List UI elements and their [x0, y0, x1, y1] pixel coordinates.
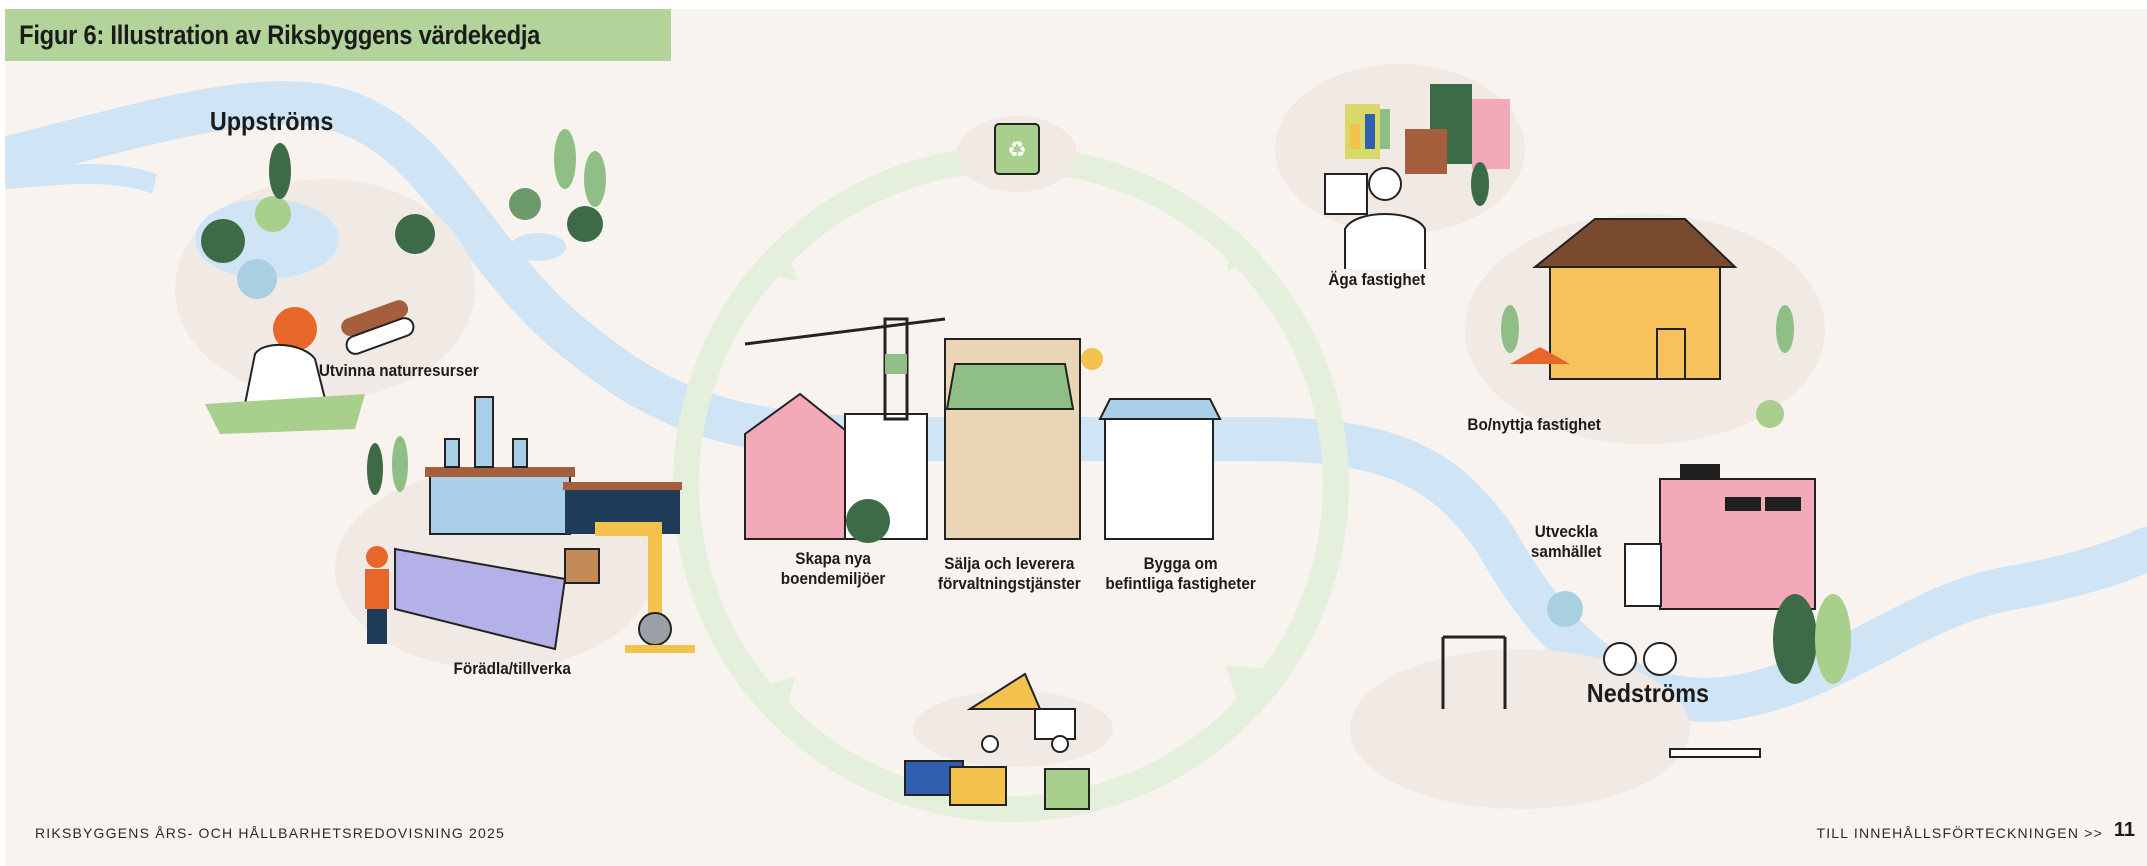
log [341, 300, 409, 336]
label-downstream: Nedströms [1586, 678, 1710, 708]
container-yellow [949, 766, 1007, 806]
log [345, 317, 415, 355]
bush [509, 188, 541, 220]
label-rebuild: Bygga om befintliga fastigheter [1105, 554, 1256, 593]
chimney [444, 438, 460, 468]
truck-wheel [981, 735, 999, 753]
person-body [243, 343, 327, 406]
chimney [512, 438, 528, 468]
crane-jib [744, 317, 946, 346]
value-chain-illustration: ♻ [5, 64, 2147, 822]
person-hair [273, 307, 317, 351]
tree [584, 151, 606, 207]
blob-park [1350, 649, 1690, 809]
bush [846, 499, 890, 543]
publication-name: RIKSBYGGENS ÅRS- OCH HÅLLBARHETSREDOVISN… [35, 825, 505, 841]
solar-roof [945, 363, 1075, 410]
calendar [1324, 173, 1368, 215]
truck-bed [966, 672, 1042, 710]
bar-chart-bar [1350, 124, 1360, 149]
white-house [1104, 418, 1214, 540]
tree [1773, 594, 1817, 684]
factory-hall-roof [563, 482, 682, 490]
solar-panel [1725, 497, 1761, 511]
person-body [1344, 213, 1426, 269]
label-refine: Förädla/tillverka [453, 659, 571, 678]
label-live: Bo/nyttja fastighet [1467, 415, 1601, 434]
cycle-arrow-1 [1227, 229, 1261, 271]
bush [1547, 591, 1583, 627]
building [1472, 99, 1510, 169]
page-number: 11 [2113, 819, 2135, 841]
factory-roof [425, 467, 575, 477]
label-create: Skapa nya boendemiljöer [780, 549, 886, 588]
bush [237, 259, 277, 299]
bar-chart-bar [1365, 114, 1375, 149]
factory-building [429, 473, 571, 535]
tree [554, 129, 576, 189]
label-upstream: Uppströms [209, 106, 334, 136]
tree [1501, 305, 1519, 353]
yellow-house [1549, 263, 1721, 380]
recycle-icon: ♻ [1007, 137, 1027, 162]
label-extract: Utvinna naturresurser [318, 361, 479, 380]
label-own: Äga fastighet [1328, 270, 1426, 289]
recycling-bin [994, 123, 1040, 175]
sun [1081, 348, 1103, 370]
small-house [1624, 543, 1662, 607]
river-branch [5, 164, 159, 194]
robot-arm [595, 522, 662, 649]
figure-title-banner: Figur 6: Illustration av Riksbyggens vär… [5, 9, 671, 61]
grass-map [205, 394, 365, 434]
crane-cabin [885, 354, 907, 374]
bush [201, 219, 245, 263]
figure-title: Figur 6: Illustration av Riksbyggens vär… [19, 19, 541, 50]
tree [392, 436, 408, 492]
label-develop: Utveckla samhället [1530, 522, 1602, 561]
umbrella [1510, 347, 1570, 364]
cycle-arrow-4 [757, 245, 797, 281]
truck-wheel [1051, 735, 1069, 753]
bush [567, 206, 603, 242]
house-door [1656, 328, 1686, 380]
river-island [155, 167, 199, 195]
robot-foot [625, 645, 695, 653]
tree [269, 143, 291, 199]
value-chain-page: ♻ [5, 9, 2147, 866]
robot-base [638, 612, 672, 646]
tree [1471, 162, 1489, 206]
bush [1756, 400, 1784, 428]
bush [395, 214, 435, 254]
building [1405, 129, 1447, 174]
solar-panel [1765, 497, 1801, 511]
cycle-arrow-2 [1225, 665, 1267, 699]
bush [255, 196, 291, 232]
tree [1776, 305, 1794, 353]
person-head [1368, 167, 1402, 201]
small-pond [510, 233, 566, 261]
park-bench [1669, 748, 1761, 758]
solar-panel [1680, 464, 1720, 479]
bicycle-wheel [1603, 642, 1637, 676]
container-green [1044, 768, 1090, 810]
tree [1815, 594, 1851, 684]
table-of-contents-link[interactable]: TILL INNEHÅLLSFÖRTECKNINGEN >> [1816, 825, 2103, 841]
worker-body [365, 569, 389, 609]
truck-cab [1034, 708, 1076, 740]
worker-legs [367, 609, 387, 644]
bicycle-wheel [1643, 642, 1677, 676]
crate [564, 548, 600, 584]
blue-roof [1098, 398, 1222, 420]
house-roof [1532, 218, 1738, 268]
bar-chart-bar [1380, 109, 1390, 149]
chimney [474, 396, 494, 468]
label-sell: Sälja och leverera förvaltningstjänster [937, 554, 1081, 593]
conveyor [394, 547, 567, 651]
tree [367, 443, 383, 495]
cycle-arrow-3 [757, 677, 795, 714]
worker-head [366, 546, 388, 568]
